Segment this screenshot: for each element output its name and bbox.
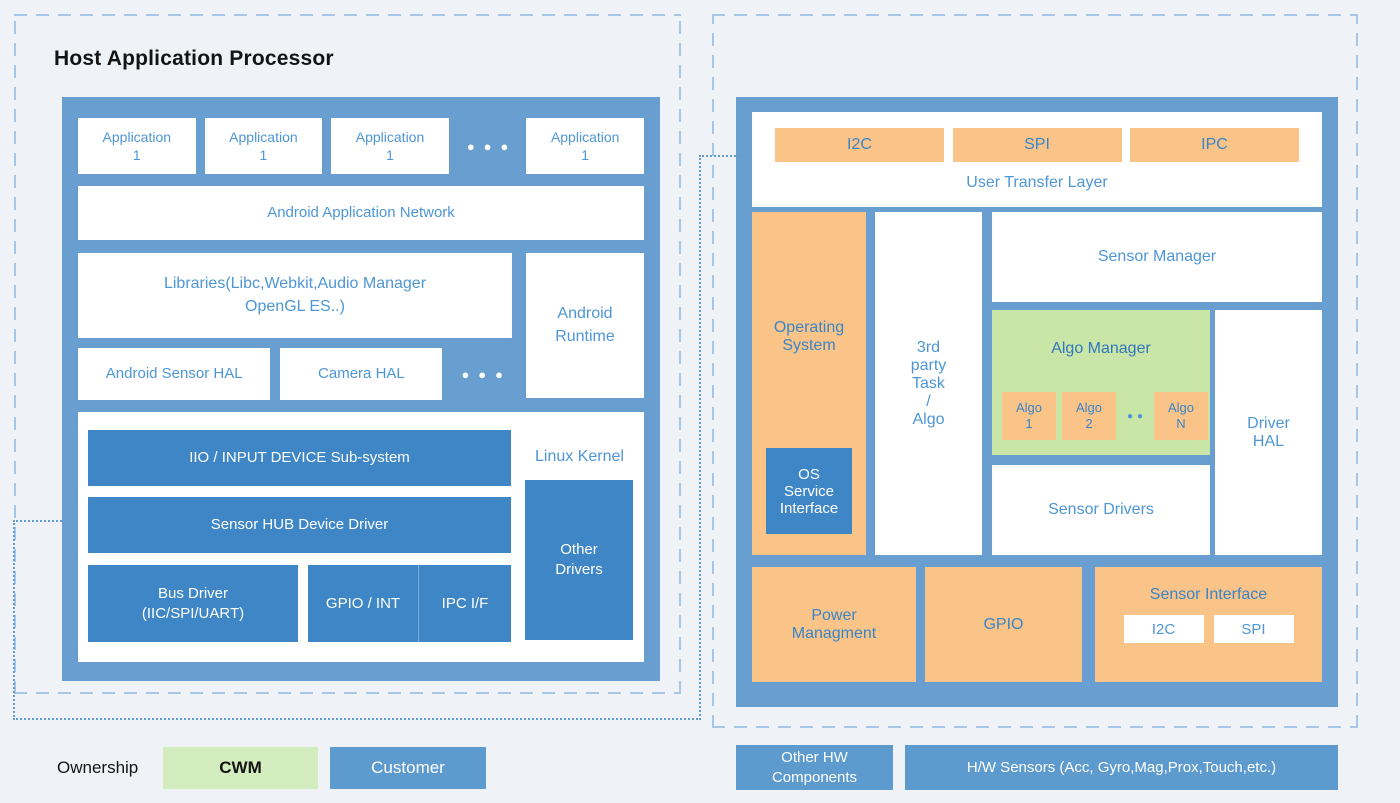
- algo-2-box: Algo 2: [1062, 392, 1116, 440]
- connector-dotted-segment: [13, 718, 701, 720]
- ellipsis-dots-icon: ●●: [1126, 410, 1148, 422]
- application-box: Application 1: [204, 118, 323, 174]
- algo-manager-box: Algo Manager Algo 1 Algo 2 ●● Algo N: [992, 310, 1210, 455]
- connector-dotted-segment: [699, 155, 747, 157]
- camera-hal-box: Camera HAL: [280, 348, 443, 400]
- android-runtime-box: Android Runtime: [526, 253, 644, 398]
- application-box: Application 1: [526, 118, 644, 174]
- operating-system-box: Operating System OS Service Interface: [752, 212, 866, 555]
- linux-kernel-label: Linux Kernel: [535, 448, 624, 465]
- algo-1-box: Algo 1: [1002, 392, 1056, 440]
- android-application-network-box: Android Application Network: [78, 186, 644, 240]
- power-management-box: Power Managment: [752, 567, 916, 682]
- sensor-interface-label: Sensor Interface: [1149, 586, 1268, 603]
- application-box: Application 1: [78, 118, 196, 174]
- ipc-if-cell: IPC I/F: [441, 594, 489, 612]
- algo-manager-label: Algo Manager: [1051, 340, 1151, 357]
- user-transfer-layer-label: User Transfer Layer: [966, 174, 1108, 191]
- sensor-hub-container: I2C SPI IPC User Transfer Layer Operatin…: [736, 97, 1338, 707]
- ellipsis-dots-icon: ●●●: [466, 138, 518, 154]
- hal-row: Android Sensor HAL Camera HAL ●●●: [78, 348, 512, 400]
- libraries-runtime-grid: Libraries(Libc,Webkit,Audio Manager Open…: [78, 253, 644, 400]
- sensor-interface-bus-row: I2C SPI: [1095, 615, 1322, 643]
- algo-n-box: Algo N: [1154, 392, 1208, 440]
- gpio-box: GPIO: [925, 567, 1082, 682]
- algo-row: Algo 1 Algo 2 ●● Algo N: [1002, 392, 1208, 440]
- other-hw-components-box: Other HW Components: [736, 745, 893, 790]
- legend-customer-swatch: Customer: [330, 747, 486, 789]
- driver-hal-box: Driver HAL: [1215, 310, 1322, 555]
- connector-dotted-segment: [13, 520, 15, 720]
- legend-cwm-swatch: CWM: [163, 747, 318, 789]
- i2c-box: I2C: [1123, 615, 1204, 643]
- host-container: Application 1 Application 1 Application …: [62, 97, 660, 681]
- hw-sensors-box: H/W Sensors (Acc, Gyro,Mag,Prox,Touch,et…: [905, 745, 1338, 790]
- android-sensor-hal-box: Android Sensor HAL: [78, 348, 271, 400]
- connector-dotted-segment: [699, 155, 701, 720]
- sensor-drivers-box: Sensor Drivers: [992, 465, 1210, 555]
- operating-system-label: Operating System: [773, 319, 845, 354]
- spi-box: SPI: [1213, 615, 1294, 643]
- third-party-task-algo-box: 3rd party Task / Algo: [875, 212, 982, 555]
- libraries-box: Libraries(Libc,Webkit,Audio Manager Open…: [78, 253, 512, 338]
- i2c-box: I2C: [775, 128, 944, 162]
- bus-driver-box: Bus Driver (IIC/SPI/UART): [88, 565, 298, 642]
- sensor-hub-device-driver-box: Sensor HUB Device Driver: [88, 497, 511, 553]
- ipc-box: IPC: [1130, 128, 1299, 162]
- host-application-processor-panel: Host Application Processor Application 1…: [14, 14, 681, 694]
- application-row: Application 1 Application 1 Application …: [78, 118, 644, 174]
- connector-dotted-segment: [13, 520, 62, 522]
- application-box: Application 1: [331, 118, 449, 174]
- ownership-legend-label: Ownership: [57, 758, 139, 777]
- spi-box: SPI: [952, 128, 1122, 162]
- host-panel-title: Host Application Processor: [54, 47, 334, 70]
- gpio-ipc-box: GPIO / INT IPC I/F: [308, 565, 511, 642]
- iio-input-device-subsystem-box: IIO / INPUT DEVICE Sub-system: [88, 430, 511, 486]
- ellipsis-dots-icon: ●●●: [461, 366, 512, 382]
- sensor-manager-box: Sensor Manager: [992, 212, 1322, 302]
- other-drivers-box: Other Drivers: [525, 480, 633, 640]
- user-transfer-layer-box: I2C SPI IPC User Transfer Layer: [752, 112, 1322, 207]
- gpio-int-cell: GPIO / INT: [308, 565, 419, 642]
- bus-row: I2C SPI IPC: [775, 128, 1299, 162]
- sensor-interface-box: Sensor Interface I2C SPI: [1095, 567, 1322, 682]
- linux-kernel-box: Linux Kernel IIO / INPUT DEVICE Sub-syst…: [78, 412, 644, 662]
- os-service-interface-box: OS Service Interface: [766, 448, 852, 534]
